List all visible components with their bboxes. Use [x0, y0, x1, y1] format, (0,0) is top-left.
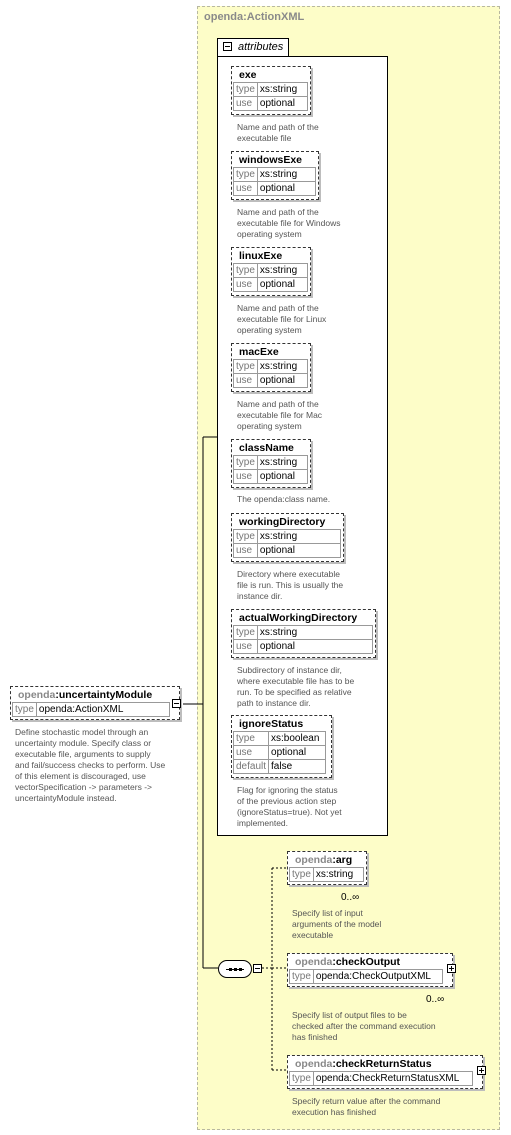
root-name: :uncertaintyModule: [55, 689, 153, 701]
root-element-uncertaintymodule[interactable]: openda:uncertaintyModule type openda:Act…: [10, 686, 180, 720]
expand-checkoutput-icon[interactable]: [447, 964, 456, 973]
child-element-checkreturnstatus[interactable]: openda:checkReturnStatus type openda:Che…: [287, 1055, 483, 1089]
attributes-label: attributes: [238, 41, 284, 53]
child-element-arg[interactable]: openda:arg type xs:string: [287, 851, 367, 885]
child-element-checkoutput[interactable]: openda:checkOutput type openda:CheckOutp…: [287, 953, 453, 987]
arg-occurrence: 0..∞: [341, 892, 360, 903]
attribute-classname-desc: The openda:class name.: [237, 494, 331, 504]
root-type-value: openda:ActionXML: [35, 702, 170, 717]
collapse-icon[interactable]: [172, 699, 181, 708]
collapse-attributes-icon[interactable]: [223, 42, 232, 51]
sequence-compositor-icon: [218, 960, 252, 978]
attributes-tab[interactable]: attributes: [217, 38, 289, 56]
expand-checkreturnstatus-icon[interactable]: [477, 1066, 486, 1075]
collapse-sequence-icon[interactable]: [253, 964, 262, 973]
root-prefix: openda: [18, 689, 56, 701]
root-type-key: type: [12, 702, 37, 717]
checkoutput-occurrence: 0..∞: [426, 994, 445, 1005]
complex-type-title: openda:ActionXML: [204, 11, 305, 23]
attribute-actualworkingdirectory-desc: Subdirectory of instance dir,where execu…: [237, 665, 355, 708]
